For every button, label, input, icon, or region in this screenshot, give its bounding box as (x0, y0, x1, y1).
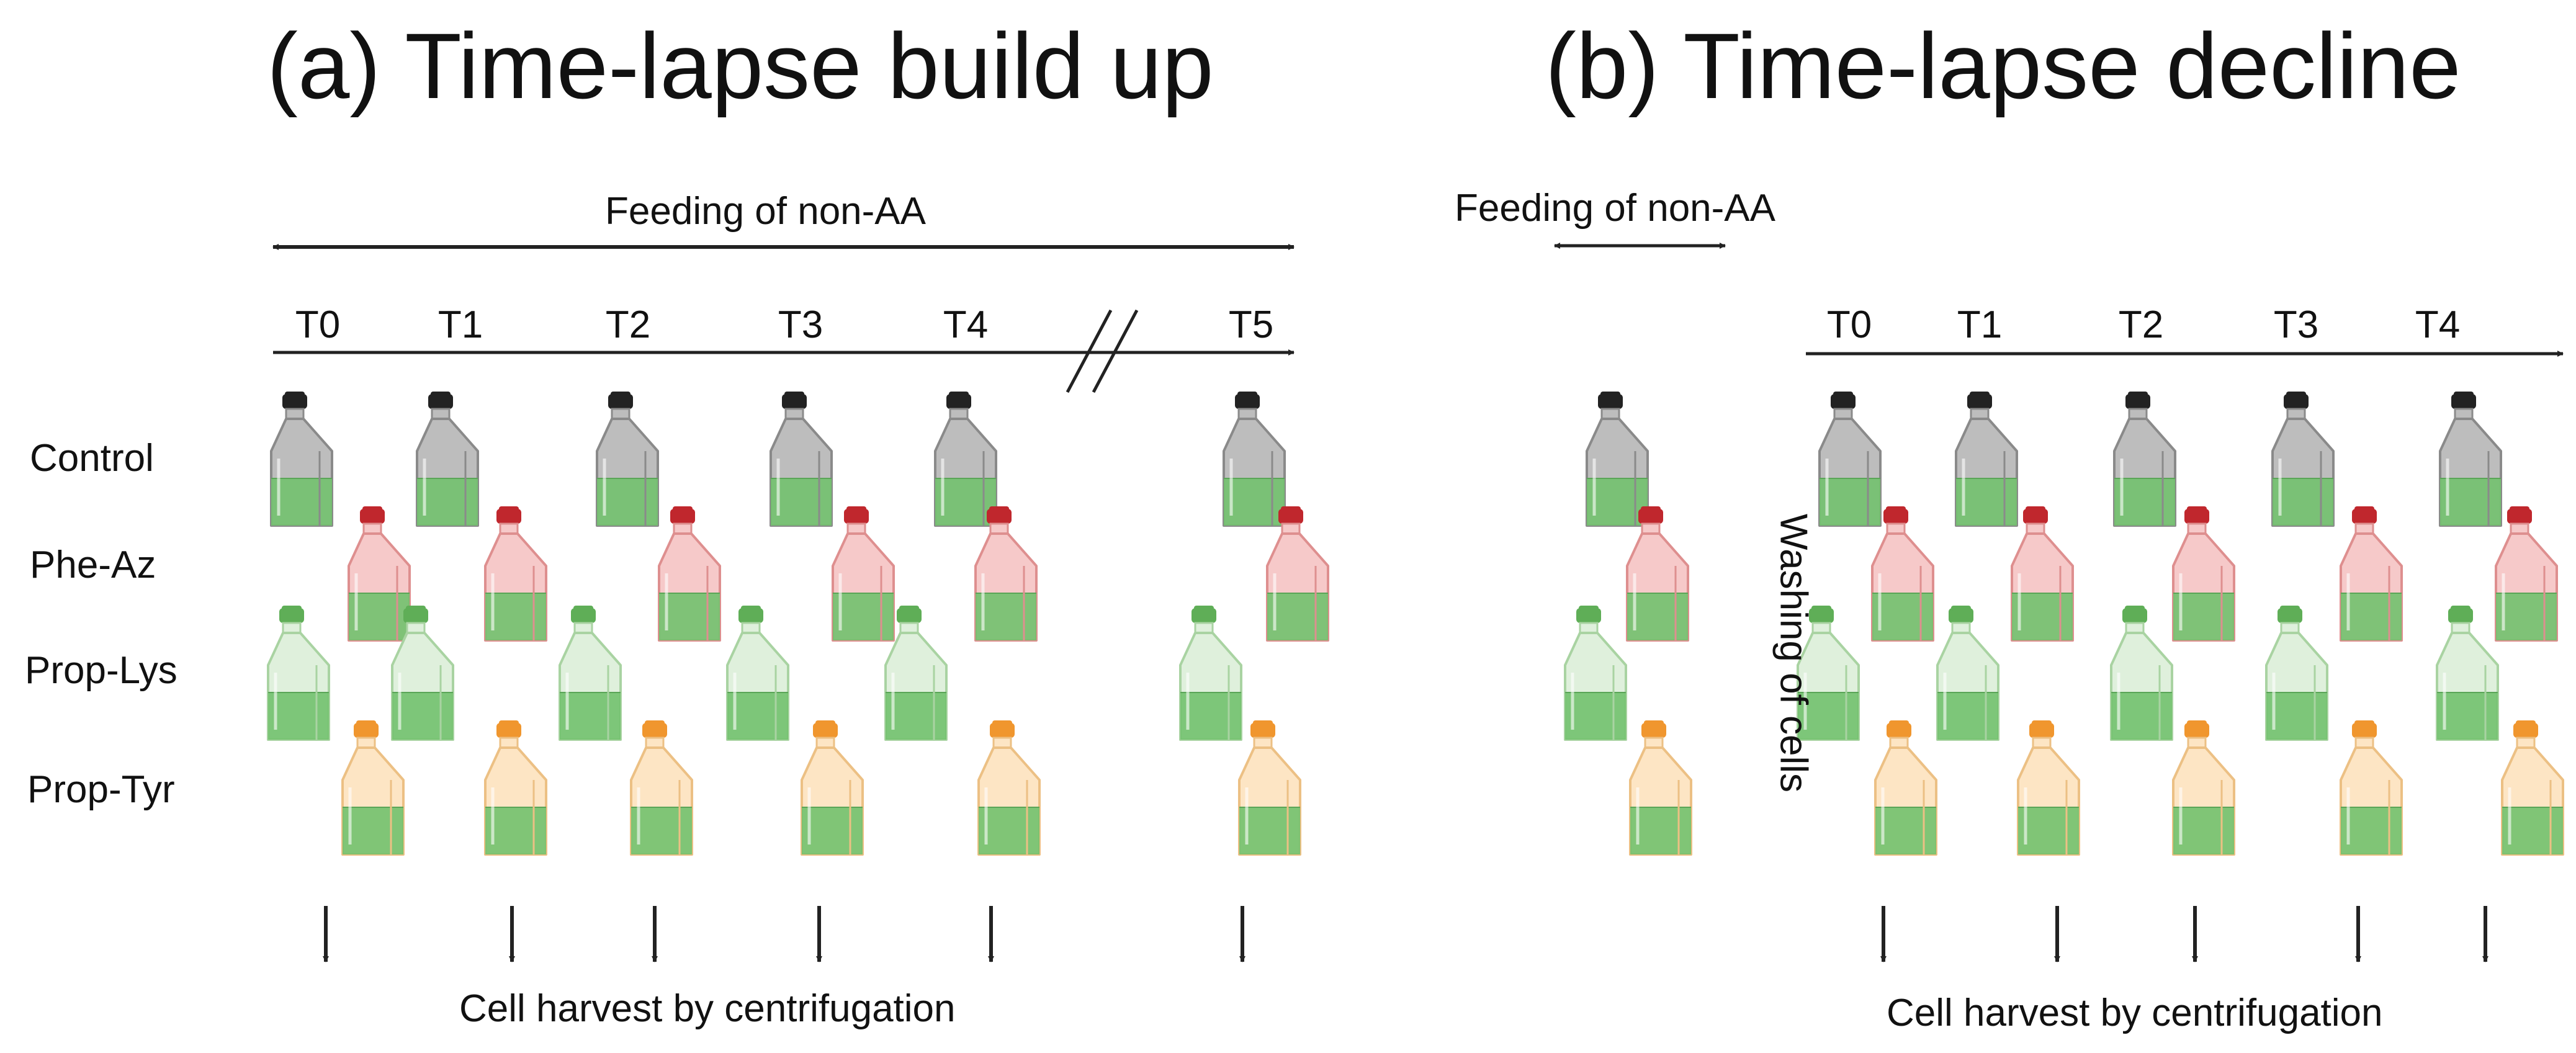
panel-a-flask-phe-az-t2 (658, 506, 721, 642)
panel-b-flask-control-t3 (2271, 392, 2335, 527)
panel-b-flask-prop-tyr-t1 (2017, 720, 2080, 856)
panel-b-flask-phe-az-t0 (1871, 506, 1934, 642)
arrow-layer (272, 243, 2564, 962)
row-label-phe-az: Phe-Az (30, 544, 156, 586)
panel-a-flask-prop-tyr-t4 (977, 720, 1041, 856)
panel-b-flask-phe-az-fed (1626, 506, 1689, 642)
panel-a-flask-prop-lys-t0 (267, 606, 330, 741)
panel-b-feeding-label: Feeding of non-AA (1455, 187, 1776, 230)
panel-b-flask-phe-az-t3 (2340, 506, 2403, 642)
panel-a-flask-phe-az-t0 (348, 506, 411, 642)
panel-a-flask-control-t5 (1223, 392, 1286, 527)
panel-a-flask-prop-tyr-t3 (801, 720, 864, 856)
panel-b-flask-control-t4 (2439, 392, 2502, 527)
panel-b-flask-phe-az-t1 (2011, 506, 2074, 642)
panel-a-flask-phe-az-t1 (484, 506, 547, 642)
panel-b-flask-control-t2 (2113, 392, 2176, 527)
panel-b-flask-prop-tyr-t3 (2340, 720, 2403, 856)
panel-b-flask-control-t0 (1818, 392, 1882, 527)
row-label-prop-tyr: Prop-Tyr (27, 768, 175, 811)
panel-b-timepoint-t3: T3 (2273, 303, 2319, 346)
panel-b-flask-prop-tyr-t2 (2172, 720, 2235, 856)
panel-a-flask-control-t4 (934, 392, 997, 527)
panel-b-flask-phe-az-t4 (2495, 506, 2558, 642)
panel-a-flask-prop-lys-t5 (1179, 606, 1242, 741)
panel-a-timepoint-t1: T1 (438, 303, 483, 346)
panel-b-title: (b) Time-lapse decline (1545, 14, 2461, 118)
panel-b-flask-prop-lys-fed (1564, 606, 1627, 741)
panel-b-flask-prop-lys-t4 (2436, 606, 2499, 741)
panel-b-flask-prop-tyr-t4 (2501, 720, 2564, 856)
panel-a-flask-control-t2 (596, 392, 659, 527)
panel-b-flask-control-fed (1586, 392, 1649, 527)
panel-b-timepoint-t4: T4 (2415, 303, 2461, 346)
washing-of-cells-label: Washing of cells (1772, 513, 1815, 793)
panel-a-feeding-label: Feeding of non-AA (605, 190, 927, 233)
panel-a-timepoint-t3: T3 (778, 303, 824, 346)
panel-a-flask-prop-tyr-t1 (484, 720, 547, 856)
panel-b-harvest-label: Cell harvest by centrifugation (1887, 992, 2383, 1034)
flask-layer (267, 392, 2564, 856)
panel-a-timepoint-t4: T4 (943, 303, 989, 346)
panel-a-flask-prop-lys-t4 (884, 606, 948, 741)
panel-a-flask-phe-az-t4 (974, 506, 1038, 642)
panel-a-flask-control-t0 (270, 392, 333, 527)
panel-a-flask-control-t1 (416, 392, 479, 527)
panel-b-timepoint-t0: T0 (1826, 303, 1872, 346)
panel-a-flask-control-t3 (770, 392, 833, 527)
panel-a-flask-prop-tyr-t0 (341, 720, 405, 856)
panel-b-flask-prop-lys-t2 (2110, 606, 2173, 741)
panel-b-flask-prop-lys-t0 (1797, 606, 1860, 741)
panel-b-flask-prop-tyr-fed (1629, 720, 1692, 856)
panel-b-flask-prop-lys-t3 (2265, 606, 2328, 741)
row-label-prop-lys: Prop-Lys (25, 649, 177, 692)
panel-a-timepoint-t0: T0 (295, 303, 341, 346)
panel-b-timepoint-t1: T1 (1957, 303, 2003, 346)
panel-b-flask-prop-tyr-t0 (1874, 720, 1937, 856)
row-label-control: Control (30, 437, 154, 480)
panel-a-flask-prop-lys-t1 (391, 606, 454, 741)
panel-b-flask-control-t1 (1955, 392, 2018, 527)
panel-b-flask-phe-az-t2 (2172, 506, 2235, 642)
panel-b-flask-prop-lys-t1 (1936, 606, 1999, 741)
panel-a-flask-prop-lys-t2 (559, 606, 622, 741)
panel-a-timepoint-t2: T2 (605, 303, 651, 346)
panel-a-flask-phe-az-t5 (1266, 506, 1329, 642)
panel-a-harvest-label: Cell harvest by centrifugation (459, 987, 956, 1030)
panel-a-timepoint-t5: T5 (1228, 303, 1274, 346)
timeline-break-mark-1 (1066, 309, 1113, 393)
panel-a-title: (a) Time-lapse build up (267, 14, 1214, 118)
panel-b-timepoint-t2: T2 (2118, 303, 2164, 346)
timeline-break-mark-2 (1092, 309, 1139, 393)
panel-a-flask-prop-tyr-t2 (630, 720, 693, 856)
panel-a-flask-prop-lys-t3 (726, 606, 789, 741)
panel-a-flask-prop-tyr-t5 (1238, 720, 1301, 856)
panel-a-flask-phe-az-t3 (832, 506, 895, 642)
